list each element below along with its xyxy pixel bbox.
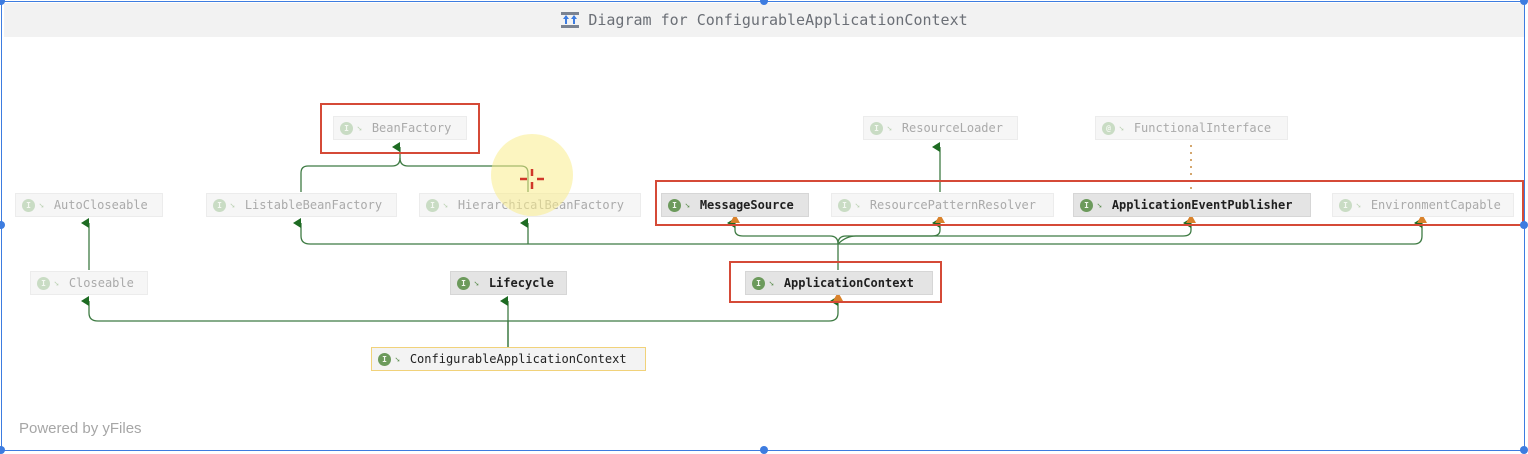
leaf-icon: ➘ xyxy=(1356,200,1361,210)
interface-icon: I xyxy=(668,198,681,212)
node-label: BeanFactory xyxy=(371,121,452,135)
interface-icon: I xyxy=(213,198,226,212)
leaf-icon: ➘ xyxy=(887,123,892,133)
edge-bus-listable xyxy=(293,218,311,245)
node-closeable[interactable]: I ➘ Closeable xyxy=(30,271,148,295)
interface-icon: I xyxy=(1080,198,1093,212)
node-label: ConfigurableApplicationContext xyxy=(409,352,627,366)
edge-bus-eventpublisher xyxy=(837,218,1192,245)
node-label: Lifecycle xyxy=(488,276,554,290)
leaf-icon: ➘ xyxy=(357,123,362,133)
node-applicationcontext[interactable]: I ➘ ApplicationContext xyxy=(745,271,933,295)
node-label: MessageSource xyxy=(699,198,794,212)
resize-handle-right[interactable] xyxy=(1520,221,1528,229)
node-label: EnvironmentCapable xyxy=(1370,198,1501,212)
leaf-icon: ➘ xyxy=(1097,200,1102,210)
node-lifecycle[interactable]: I ➘ Lifecycle xyxy=(450,271,567,295)
annotation-icon: @ xyxy=(1102,121,1115,135)
leaf-icon: ➘ xyxy=(443,200,448,210)
highlight-beanfactory xyxy=(320,103,480,154)
node-label: FunctionalInterface xyxy=(1133,121,1272,135)
leaf-icon: ➘ xyxy=(474,278,479,288)
resize-handle-bottom-right[interactable] xyxy=(1520,446,1528,454)
leaf-icon: ➘ xyxy=(1119,123,1124,133)
node-listablebeanfactory[interactable]: I ➘ ListableBeanFactory xyxy=(206,193,397,217)
interface-icon: I xyxy=(752,276,765,290)
node-label: ResourcePatternResolver xyxy=(869,198,1036,212)
resize-handle-bottom[interactable] xyxy=(760,446,768,454)
node-functionalinterface[interactable]: @ ➘ FunctionalInterface xyxy=(1095,116,1288,140)
interface-icon: I xyxy=(838,198,851,212)
edge-bus-resourcepattern xyxy=(837,218,941,245)
interface-icon: I xyxy=(457,276,470,290)
node-beanfactory[interactable]: I ➘ BeanFactory xyxy=(333,116,467,140)
interface-icon: I xyxy=(378,352,391,366)
node-autocloseable[interactable]: I ➘ AutoCloseable xyxy=(15,193,163,217)
leaf-icon: ➘ xyxy=(39,200,44,210)
node-resourcepatternresolver[interactable]: I ➘ ResourcePatternResolver xyxy=(831,193,1054,217)
node-messagesource[interactable]: I ➘ MessageSource xyxy=(661,193,809,217)
node-label: ListableBeanFactory xyxy=(244,198,383,212)
node-label: ApplicationEventPublisher xyxy=(1111,198,1293,212)
resize-handle-top[interactable] xyxy=(760,0,768,5)
node-label: Closeable xyxy=(68,276,134,290)
powered-by-footer: Powered by yFiles xyxy=(19,420,142,437)
diagram-title: Diagram for ConfigurableApplicationConte… xyxy=(588,11,968,29)
interface-icon: I xyxy=(1339,198,1352,212)
edge-configurable-closeable xyxy=(81,296,509,347)
crosshair-cursor-icon xyxy=(520,169,544,189)
node-label: ApplicationContext xyxy=(783,276,914,290)
edge-bus-messagesource xyxy=(727,218,839,245)
leaf-icon: ➘ xyxy=(769,278,774,288)
interface-icon: I xyxy=(340,121,353,135)
leaf-icon: ➘ xyxy=(395,354,400,364)
resize-handle-top-left[interactable] xyxy=(0,0,5,5)
node-environmentcapable[interactable]: I ➘ EnvironmentCapable xyxy=(1332,193,1514,217)
resize-handle-bottom-left[interactable] xyxy=(0,446,5,454)
edge-configurable-appctx xyxy=(508,296,839,322)
leaf-icon: ➘ xyxy=(685,200,690,210)
leaf-icon: ➘ xyxy=(54,278,59,288)
leaf-icon: ➘ xyxy=(855,200,860,210)
interface-icon: I xyxy=(870,121,883,135)
node-applicationeventpublisher[interactable]: I ➘ ApplicationEventPublisher xyxy=(1073,193,1311,217)
edge-bus-environment xyxy=(1413,218,1423,245)
leaf-icon: ➘ xyxy=(230,200,235,210)
diagram-layout-icon xyxy=(560,11,580,29)
interface-icon: I xyxy=(22,198,35,212)
highlight-parent-interfaces xyxy=(655,180,1524,226)
interface-icon: I xyxy=(426,198,439,212)
resize-handle-left[interactable] xyxy=(0,221,5,229)
interface-icon: I xyxy=(37,276,50,290)
node-configurableapplicationcontext[interactable]: I ➘ ConfigurableApplicationContext xyxy=(371,347,646,371)
node-label: ResourceLoader xyxy=(901,121,1003,135)
highlight-applicationcontext xyxy=(729,261,942,303)
node-label: AutoCloseable xyxy=(53,198,148,212)
resize-handle-top-right[interactable] xyxy=(1520,0,1528,5)
diagram-title-bar: Diagram for ConfigurableApplicationConte… xyxy=(4,3,1524,37)
edge-listable-beanfactory xyxy=(300,142,401,192)
node-resourceloader[interactable]: I ➘ ResourceLoader xyxy=(863,116,1018,140)
